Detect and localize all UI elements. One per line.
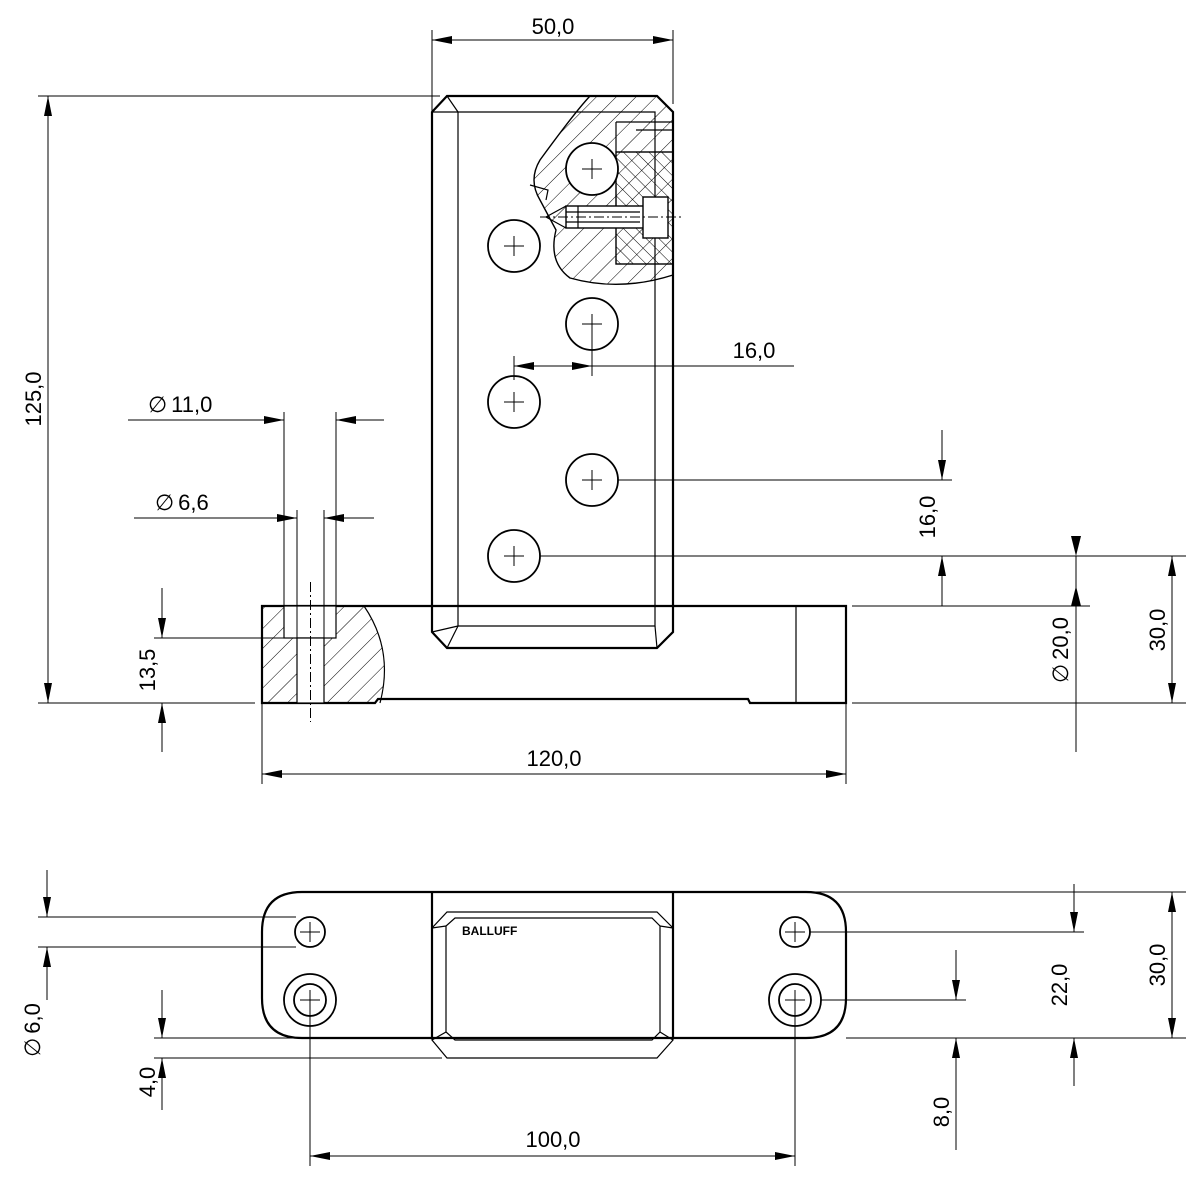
dim-label-dia-6-6: ∅6,6 bbox=[155, 490, 209, 515]
dim-label-16-vertical: 16,0 bbox=[915, 496, 940, 539]
dim-label-dia-11: ∅11,0 bbox=[148, 392, 212, 417]
dim-label-width-50: 50,0 bbox=[532, 14, 575, 39]
dim-width-30-bottom: 30,0 bbox=[806, 891, 1186, 1038]
dim-width-50: 50,0 bbox=[431, 14, 674, 112]
dim-label-dia-6: ∅6,0 bbox=[20, 1003, 45, 1057]
dim-label-offset-8: 8,0 bbox=[929, 1097, 954, 1128]
screw bbox=[540, 196, 684, 239]
dim-height-125: 125,0 bbox=[21, 95, 440, 704]
dim-width-22: 22,0 bbox=[810, 884, 1186, 1086]
dim-diameter-6: ∅6,0 bbox=[20, 870, 296, 1057]
dim-label-height-125: 125,0 bbox=[21, 371, 46, 426]
front-view: 50,0 125,0 16,0 ∅11,0 ∅6,6 bbox=[21, 14, 1186, 784]
hole-right-3 bbox=[565, 453, 619, 507]
dim-label-width-30-bottom: 30,0 bbox=[1145, 944, 1170, 987]
dim-diameter-6-6: ∅6,6 bbox=[134, 490, 374, 522]
dim-height-30-top: 30,0 bbox=[1076, 555, 1186, 703]
dim-label-hole-distance-100: 100,0 bbox=[525, 1127, 580, 1152]
dim-label-length-120: 120,0 bbox=[526, 746, 581, 771]
sensor-holes bbox=[487, 142, 619, 583]
housing-top: BALLUFF bbox=[430, 892, 675, 1059]
dim-label-offset-4: 4,0 bbox=[135, 1067, 160, 1098]
dim-label-30-top: 30,0 bbox=[1145, 609, 1170, 652]
flange-section-cut bbox=[262, 412, 385, 722]
dim-label-width-22: 22,0 bbox=[1047, 964, 1072, 1007]
dim-hole-distance-100: 100,0 bbox=[309, 1000, 796, 1166]
hole-left-2 bbox=[487, 356, 541, 429]
hole-top-right bbox=[565, 142, 619, 196]
dim-label-16-horizontal: 16,0 bbox=[733, 338, 776, 363]
dim-spacing-16-vertical: 16,0 bbox=[540, 430, 1090, 606]
dim-diameter-11: ∅11,0 bbox=[128, 392, 384, 424]
dim-label-13-5: 13,5 bbox=[135, 649, 160, 692]
dim-height-13-5: 13,5 bbox=[135, 588, 284, 752]
dim-offset-8: 8,0 bbox=[821, 950, 966, 1150]
mounting-hole-top-right bbox=[779, 916, 811, 948]
base-top-outline bbox=[260, 890, 848, 1040]
hole-left-3 bbox=[487, 529, 541, 583]
top-view: BALLUFF ∅6,0 bbox=[20, 870, 1186, 1166]
mounting-hole-top-left bbox=[294, 916, 326, 948]
dim-diameter-20: ∅20,0 bbox=[852, 536, 1186, 752]
hole-right-2 bbox=[565, 297, 619, 376]
brand-label: BALLUFF bbox=[462, 924, 517, 938]
dim-offset-4: 4,0 bbox=[135, 990, 442, 1110]
housing bbox=[430, 94, 684, 650]
dim-spacing-16-horizontal: 16,0 bbox=[514, 338, 794, 370]
hole-left-1 bbox=[487, 219, 541, 273]
dim-label-dia-20: ∅20,0 bbox=[1048, 617, 1073, 683]
dim-length-120: 120,0 bbox=[261, 703, 847, 784]
